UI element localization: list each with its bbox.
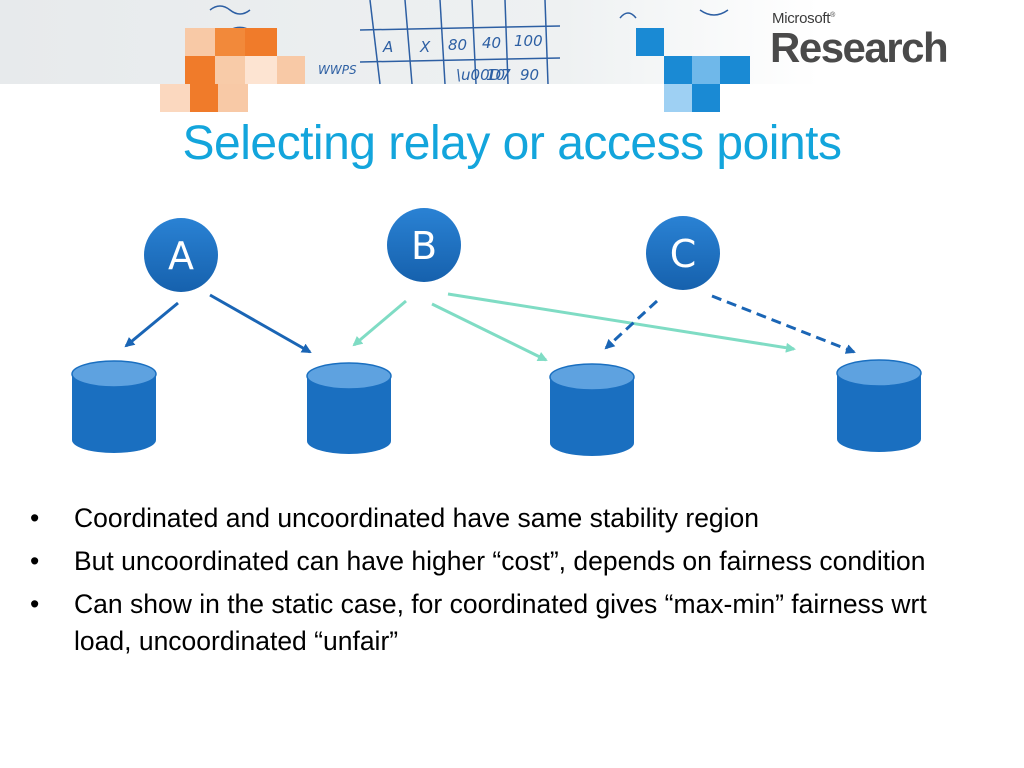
orange-mosaic <box>160 28 305 112</box>
bullet-item: • But uncoordinated can have higher “cos… <box>30 543 990 580</box>
photo-text: \u00D7 <box>456 66 511 84</box>
arrow-b-to-db2 <box>352 299 407 347</box>
photo-text: WWPS <box>318 63 357 77</box>
notebook-photo <box>209 0 729 85</box>
bullet-list: • Coordinated and uncoordinated have sam… <box>30 500 990 666</box>
node-b: B <box>387 208 461 282</box>
photo-text: 10 <box>486 66 505 84</box>
node-c: C <box>646 216 720 290</box>
bullet-text: Coordinated and uncoordinated have same … <box>74 503 760 533</box>
database-icon <box>549 363 635 456</box>
node-a-label: A <box>168 234 194 278</box>
microsoft-research-logo: Microsoft® Research <box>768 8 968 72</box>
bullet-marker: • <box>30 503 40 533</box>
bullet-marker: • <box>30 546 40 576</box>
node-b-label: B <box>411 224 437 268</box>
database-icon <box>836 359 922 452</box>
photo-text: X <box>419 38 431 56</box>
bullet-text: But uncoordinated can have higher “cost”… <box>74 546 926 576</box>
logo-research-text: Research <box>770 24 949 71</box>
arrow-c-to-db3 <box>604 299 659 350</box>
header-banner: A X 80 40 100 \u00D7 10 90 WWPS <box>0 0 1024 112</box>
photo-text: 80 <box>448 36 467 54</box>
database-icon <box>306 362 392 454</box>
arrow-b-to-db4 <box>447 292 796 353</box>
photo-text: 40 <box>482 34 501 52</box>
logo-microsoft-text: Microsoft® <box>772 10 836 27</box>
arrow-b-to-db3 <box>431 302 548 362</box>
bullet-item: • Coordinated and uncoordinated have sam… <box>30 500 990 537</box>
photo-text: A <box>382 38 393 56</box>
bullet-marker: • <box>30 589 40 619</box>
arrow-c-to-db4 <box>711 294 856 354</box>
arrow-a-to-db2 <box>209 293 312 354</box>
bullet-text: Can show in the static case, for coordin… <box>74 589 927 656</box>
database-icon <box>71 360 157 453</box>
arrow-a-to-db1 <box>124 301 179 348</box>
node-a: A <box>144 218 218 292</box>
slide-title: Selecting relay or access points <box>182 117 843 170</box>
photo-text: 100 <box>514 32 543 50</box>
node-c-label: C <box>670 232 697 276</box>
blue-mosaic <box>636 28 750 112</box>
photo-text: 90 <box>520 66 539 84</box>
bullet-item: • Can show in the static case, for coord… <box>30 586 990 660</box>
relay-diagram: A B C <box>71 208 922 456</box>
